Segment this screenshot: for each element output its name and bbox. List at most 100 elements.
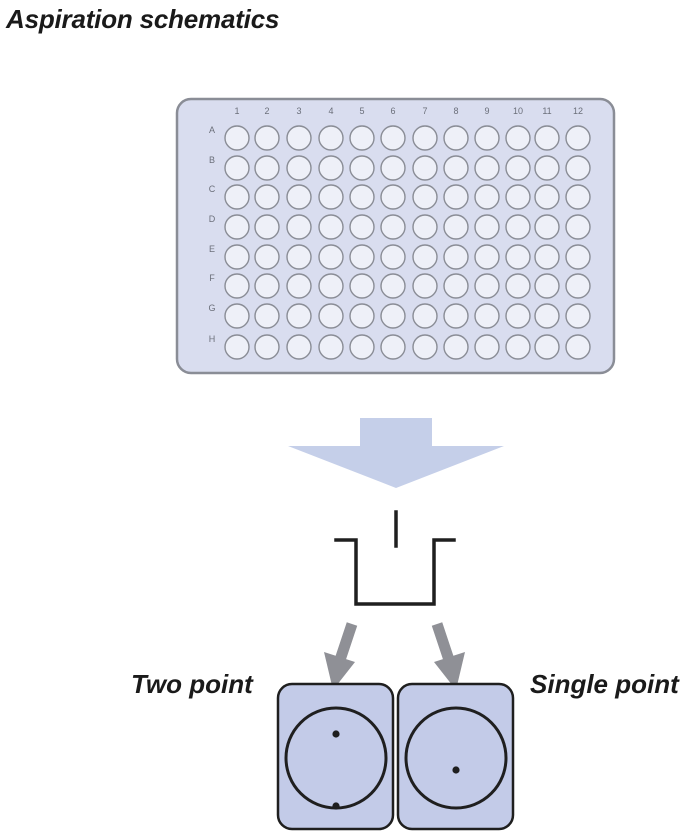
plate-well (380, 244, 406, 270)
row-label: E (209, 244, 215, 254)
plate-well (474, 303, 500, 329)
plate-well (254, 155, 280, 181)
column-label: 4 (328, 106, 333, 116)
plate-well (224, 214, 250, 240)
plate-well (565, 214, 591, 240)
plate-well (318, 244, 344, 270)
page-title: Aspiration schematics (6, 4, 280, 34)
plate-well (565, 303, 591, 329)
aspiration-point-center (452, 766, 460, 774)
plate-well (474, 273, 500, 299)
plate-well (286, 273, 312, 299)
plate-well (505, 214, 531, 240)
plate-well (505, 273, 531, 299)
plate-well (534, 244, 560, 270)
plate-well (318, 273, 344, 299)
plate-well (474, 125, 500, 151)
plate-well (349, 184, 375, 210)
row-label: C (209, 184, 216, 194)
plate-well (565, 155, 591, 181)
plate-well (534, 273, 560, 299)
arrow-left-head (324, 652, 355, 690)
plate-well (443, 334, 469, 360)
aspiration-point-upper (332, 730, 340, 738)
plate-well (349, 334, 375, 360)
plate-well (534, 125, 560, 151)
plate-well (254, 273, 280, 299)
plate-well (380, 273, 406, 299)
plate-well (286, 125, 312, 151)
plate-well (443, 214, 469, 240)
column-label: 8 (453, 106, 458, 116)
plate-well (565, 125, 591, 151)
plate-well (318, 334, 344, 360)
plate-well (380, 334, 406, 360)
plate-well (380, 303, 406, 329)
column-label: 2 (264, 106, 269, 116)
plate-well (443, 184, 469, 210)
plate-well (534, 184, 560, 210)
row-label: B (209, 155, 215, 165)
plate-well (224, 273, 250, 299)
plate-well (412, 125, 438, 151)
plate-well (349, 244, 375, 270)
plate-well (380, 184, 406, 210)
row-label: A (209, 125, 215, 135)
plate-well (565, 334, 591, 360)
plate-well (443, 273, 469, 299)
plate-well (349, 303, 375, 329)
probe-and-well-section (334, 510, 456, 606)
plate-well (349, 125, 375, 151)
plate-well (534, 334, 560, 360)
plate-well (474, 214, 500, 240)
plate-well (534, 155, 560, 181)
plate-well (565, 184, 591, 210)
plate-well (254, 334, 280, 360)
well-cross-section (334, 538, 456, 606)
plate-well (349, 155, 375, 181)
column-label: 10 (513, 106, 523, 116)
plate-well (474, 184, 500, 210)
plate-well (505, 244, 531, 270)
plate-well (412, 184, 438, 210)
column-label: 11 (542, 106, 551, 116)
plate-well (224, 334, 250, 360)
plate-well (534, 303, 560, 329)
plate-well (286, 184, 312, 210)
plate-well (505, 184, 531, 210)
plate-well (318, 125, 344, 151)
plate-well (443, 244, 469, 270)
column-label: 6 (390, 106, 395, 116)
plate-well (254, 244, 280, 270)
two-point-label: Two point (131, 669, 253, 699)
plate-well (318, 214, 344, 240)
plate-well (505, 125, 531, 151)
plate-well (286, 334, 312, 360)
plate-well (254, 184, 280, 210)
plate-well (224, 125, 250, 151)
plate-well (224, 303, 250, 329)
two-point-well-view (276, 682, 395, 831)
plate-well (412, 155, 438, 181)
plate-well (318, 184, 344, 210)
plate-well (254, 214, 280, 240)
plate-well (286, 244, 312, 270)
column-label: 3 (296, 106, 301, 116)
plate-well (443, 125, 469, 151)
wells-grid (224, 125, 591, 360)
column-label: 7 (422, 106, 427, 116)
plate-well (412, 244, 438, 270)
row-label: D (209, 214, 216, 224)
column-label: 9 (484, 106, 489, 116)
plate-well (412, 273, 438, 299)
plate-well (349, 214, 375, 240)
column-label: 1 (234, 106, 239, 116)
plate-well (534, 214, 560, 240)
plate-well (474, 244, 500, 270)
plate-well (318, 303, 344, 329)
plate-well (505, 334, 531, 360)
